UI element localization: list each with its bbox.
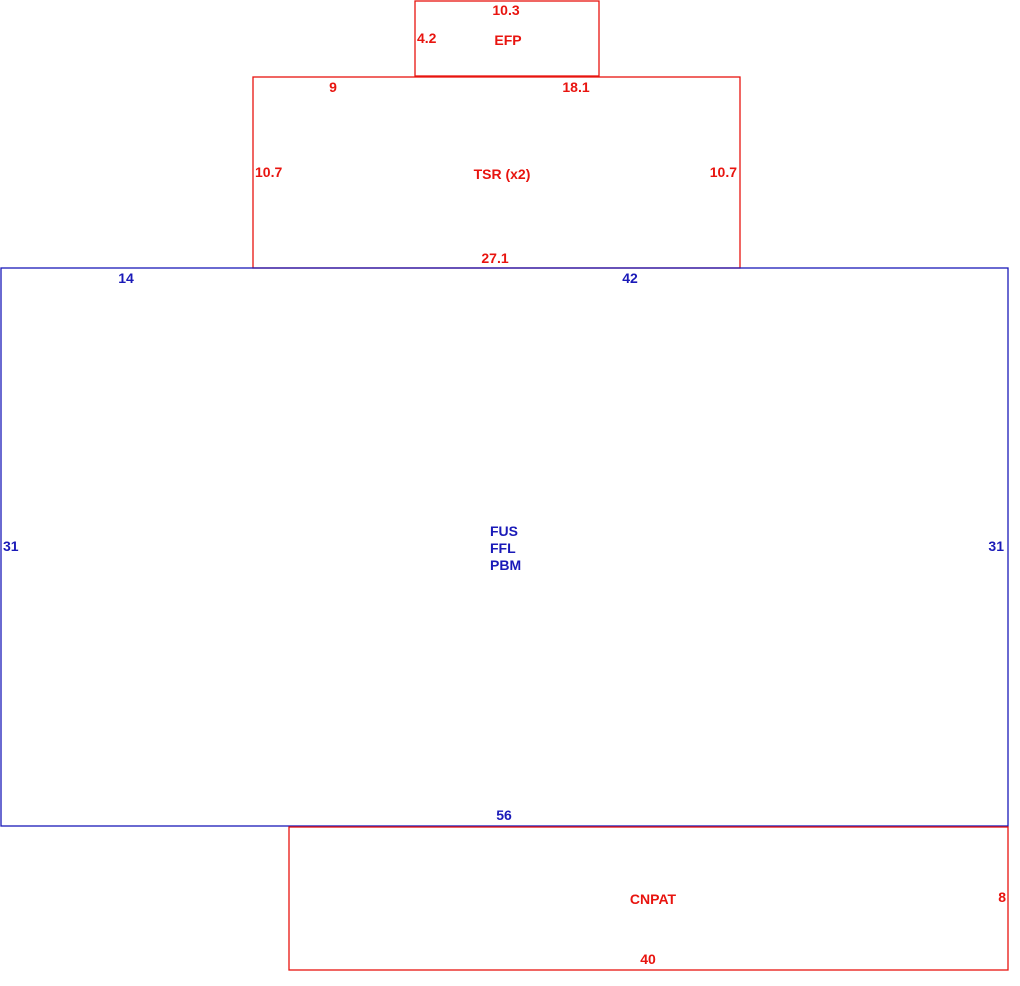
tsr-left-dimension: 10.7 — [255, 164, 282, 180]
efp-label: EFP — [494, 32, 521, 48]
main-label-fus: FUS — [490, 523, 518, 539]
main-top-left-dimension: 14 — [118, 270, 134, 286]
tsr-bottom-dimension: 27.1 — [481, 250, 508, 266]
cnpat-side-dimension: 8 — [998, 889, 1006, 905]
cnpat-outline — [288, 826, 1009, 971]
tsr-label: TSR (x2) — [474, 166, 531, 182]
cnpat-bottom-dimension: 40 — [640, 951, 656, 967]
main-top-right-dimension: 42 — [622, 270, 638, 286]
tsr-top-left-dimension: 9 — [329, 79, 337, 95]
main-label-ffl: FFL — [490, 540, 516, 556]
main-bottom-dimension: 56 — [496, 807, 512, 823]
efp-outline — [414, 0, 600, 77]
main-label-pbm: PBM — [490, 557, 521, 573]
cnpat-label: CNPAT — [630, 891, 677, 907]
efp-side-dimension: 4.2 — [417, 30, 437, 46]
tsr-right-dimension: 10.7 — [710, 164, 737, 180]
main-left-dimension: 31 — [3, 538, 19, 554]
main-outline — [0, 267, 1009, 827]
main-right-dimension: 31 — [988, 538, 1004, 554]
tsr-top-right-dimension: 18.1 — [562, 79, 589, 95]
efp-top-dimension: 10.3 — [492, 2, 519, 18]
